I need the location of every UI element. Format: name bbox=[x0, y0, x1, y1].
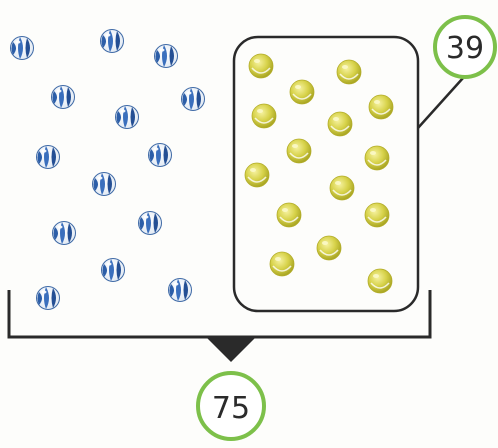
blue-marble bbox=[10, 36, 34, 60]
yellow-marble bbox=[327, 111, 353, 137]
total-bracket bbox=[7, 290, 432, 339]
total-count-badge: 75 bbox=[196, 371, 266, 441]
group-count-badge: 39 bbox=[433, 15, 497, 79]
yellow-marble bbox=[336, 59, 362, 85]
total-count-ring bbox=[196, 371, 266, 441]
group-box bbox=[232, 35, 420, 313]
yellow-marble bbox=[364, 202, 390, 228]
blue-marble bbox=[36, 286, 60, 310]
blue-marble bbox=[181, 87, 205, 111]
blue-marbles bbox=[10, 29, 205, 310]
yellow-marble bbox=[289, 79, 315, 105]
yellow-marble bbox=[367, 268, 393, 294]
yellow-marble bbox=[286, 138, 312, 164]
blue-marble bbox=[92, 172, 116, 196]
yellow-marble bbox=[364, 145, 390, 171]
blue-marble bbox=[148, 143, 172, 167]
yellow-marbles bbox=[244, 53, 394, 294]
yellow-marble bbox=[368, 94, 394, 120]
group-count-label: 39 bbox=[446, 31, 484, 66]
yellow-marble bbox=[244, 162, 270, 188]
blue-marble bbox=[100, 29, 124, 53]
blue-marble bbox=[52, 221, 76, 245]
yellow-marble bbox=[248, 53, 274, 79]
group-count-ring bbox=[433, 15, 497, 79]
bracket-pointer bbox=[206, 337, 256, 362]
blue-marble bbox=[154, 44, 178, 68]
total-count-label: 75 bbox=[212, 391, 250, 426]
yellow-marble bbox=[269, 251, 295, 277]
blue-marble bbox=[101, 258, 125, 282]
yellow-marble bbox=[316, 235, 342, 261]
blue-marble bbox=[168, 278, 192, 302]
yellow-marble bbox=[251, 103, 277, 129]
blue-marble bbox=[36, 145, 60, 169]
blue-marble bbox=[115, 105, 139, 129]
yellow-marble bbox=[276, 202, 302, 228]
connector-line bbox=[417, 77, 464, 129]
blue-marble bbox=[138, 211, 162, 235]
yellow-marble bbox=[329, 175, 355, 201]
blue-marble bbox=[51, 85, 75, 109]
